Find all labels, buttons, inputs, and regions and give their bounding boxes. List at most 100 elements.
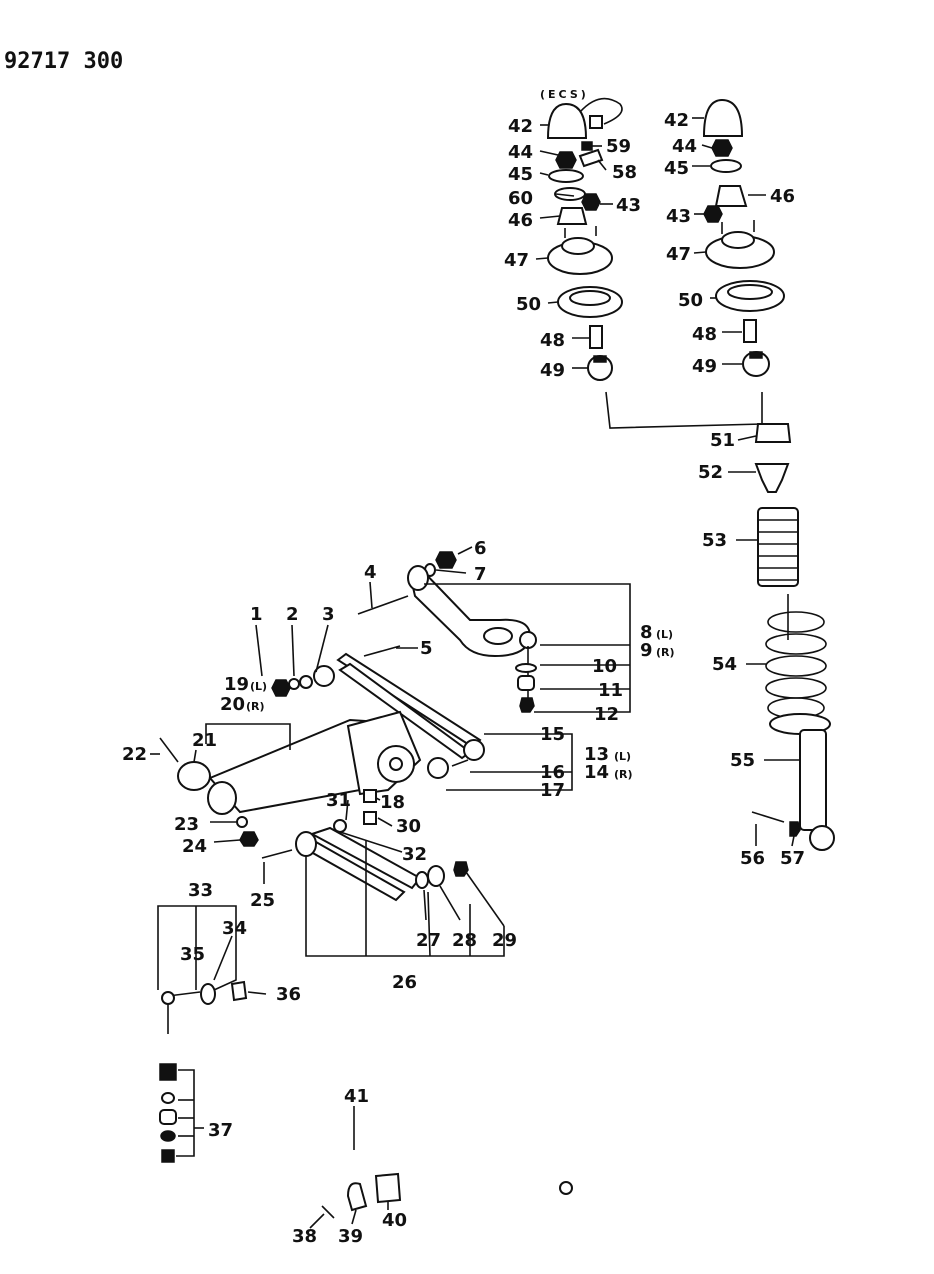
callout-50: 50 [516,294,541,315]
washer-45-standard [710,159,742,173]
callout-9: 9 [640,640,653,661]
callout-52: 52 [698,462,723,483]
collar-48-standard [743,319,757,343]
callout-57: 57 [780,848,805,869]
callout-41: 41 [344,1086,369,1107]
leader-lines [150,117,800,1229]
lower-arm-assembly [159,645,485,847]
callout-55: 55 [730,750,755,771]
callout-14-sub: (R) [614,768,633,781]
callout-44-standard: 44 [672,136,697,157]
callout-20: 20 [220,694,245,715]
upper-arm-hole [483,627,513,645]
bushing-46-standard [714,185,748,207]
callout-4: 4 [364,562,377,583]
bushing-46-ecs [556,207,588,225]
lateral-rod [336,652,482,750]
callout-13-sub: (L) [614,750,631,763]
nut-6 [435,551,457,569]
callout-46: 46 [508,210,533,231]
nut-24 [239,831,259,847]
callout-26: 26 [392,972,417,993]
bushing-17 [427,757,449,779]
bolt-38 [321,1205,335,1219]
stabilizer-assembly [159,980,573,1219]
document-id: 92717 300 [4,49,123,74]
callout-15: 15 [540,724,565,745]
callout-34: 34 [222,918,247,939]
callout-50-standard: 50 [678,290,703,311]
callout-39: 39 [338,1226,363,1247]
ecs-wire [579,97,623,125]
callout-12: 12 [594,704,619,725]
bushing-21 [177,761,211,791]
ecs-label: (ECS) [540,88,589,101]
callout-19: 19 [224,674,249,695]
callout-10: 10 [592,656,617,677]
nut-43-ecs [581,193,601,211]
callout-20-sub: (R) [246,700,265,713]
nut-59 [581,141,593,151]
callout-numbers: 42 44 45 60 46 47 50 48 49 59 58 43 42 4… [122,110,805,1247]
callout-46-standard: 46 [770,186,795,207]
callout-30: 30 [396,816,421,837]
callout-45: 45 [508,164,533,185]
callout-21: 21 [192,730,217,751]
bushing-lateral [313,665,335,687]
bolt-22 [159,737,179,763]
clamp-39 [346,1182,368,1212]
callout-33: 33 [188,880,213,901]
ball-joint-15 [463,739,485,761]
callout-56: 56 [740,848,765,869]
callout-53: 53 [702,530,727,551]
coil-spring-54 [765,611,827,719]
callout-35: 35 [180,944,205,965]
bolt-5 [363,645,401,657]
callout-8: 8 [640,622,653,643]
callout-18: 18 [380,792,405,813]
washer-27 [415,871,429,889]
dust-cap-ecs [546,102,588,139]
callout-60: 60 [508,188,533,209]
washer-2 [288,678,300,690]
callout-45-standard: 45 [664,158,689,179]
callout-58: 58 [612,162,637,183]
mount-plate-47-ecs-top [561,237,595,255]
callout-9-sub: (R) [656,646,675,659]
bolt-4 [357,595,409,615]
callout-19-sub: (L) [250,680,267,693]
callout-49: 49 [540,360,565,381]
callout-11: 11 [598,680,623,701]
callout-54: 54 [712,654,737,675]
callout-42: 42 [508,116,533,137]
hub-center [389,757,403,771]
callout-3: 3 [322,604,335,625]
callout-16: 16 [540,762,565,783]
callout-2: 2 [286,604,299,625]
lower-arm-bushing [295,831,317,857]
link-ball-35 [161,991,175,1005]
callout-51: 51 [710,430,735,451]
nut-18 [363,789,377,803]
callout-29: 29 [492,930,517,951]
callout-43-standard: 43 [666,206,691,227]
upper-arm-assembly [357,551,537,713]
callout-8-sub: (L) [656,628,673,641]
collar-48-ecs [589,325,603,349]
callout-47: 47 [504,250,529,271]
nut-57 [789,821,801,837]
rubber-52 [754,463,790,493]
bushing-34 [200,983,216,1005]
spring-seat-50-ecs-inner [569,290,611,306]
callout-31: 31 [326,790,351,811]
nut-43-standard [703,205,723,223]
washer-3 [299,675,313,689]
strut-mount-assembly-ecs [546,97,623,381]
callout-24: 24 [182,836,207,857]
callout-48: 48 [540,330,565,351]
strut-mount-assembly-standard [702,98,785,377]
callout-17: 17 [540,780,565,801]
callout-47-standard: 47 [666,244,691,265]
